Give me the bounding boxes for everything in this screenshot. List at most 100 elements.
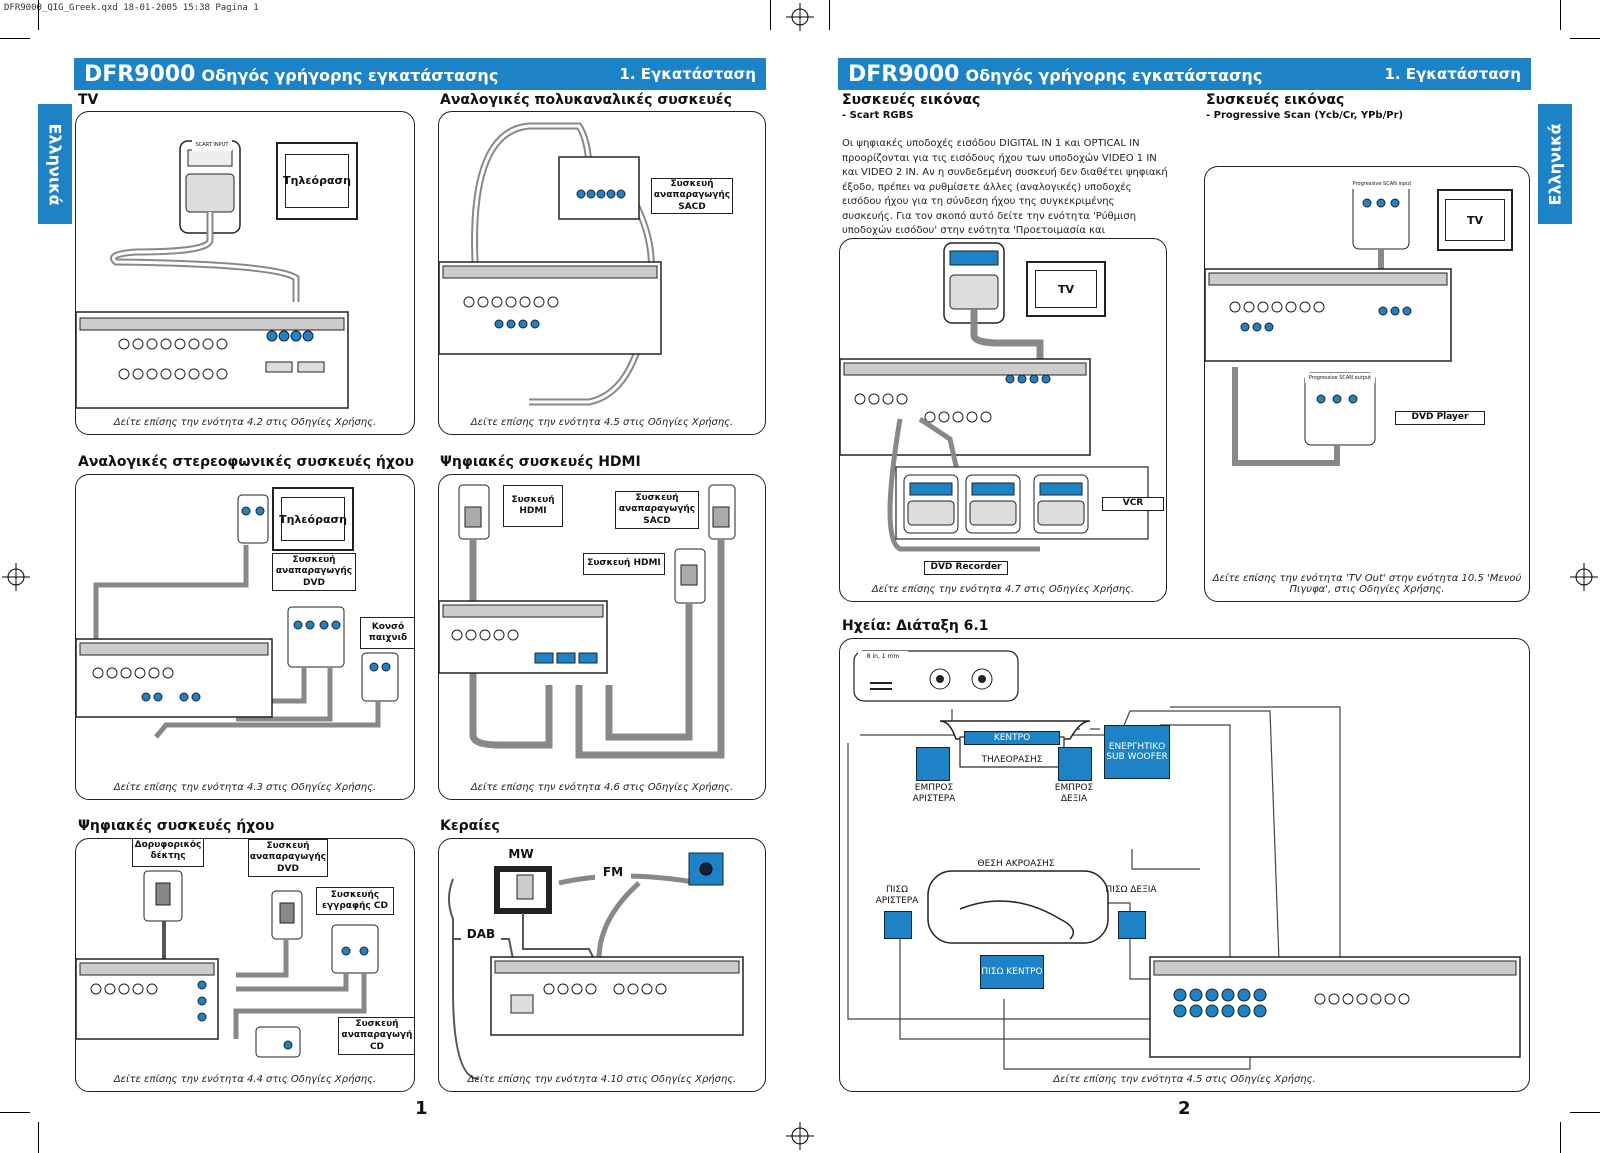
crop-mark (1570, 1112, 1600, 1113)
digital-audio-diagram (76, 870, 379, 1058)
crop-mark (38, 1122, 39, 1153)
left-title-text: Οδηγός γρήγορης εγκατάστασης (201, 65, 499, 85)
digital-audio-caption: Δείτε επίσης την ενότητα 4.4 στις Οδηγίε… (113, 1074, 377, 1085)
antennas-title: Κεραίες (440, 818, 500, 834)
video-scart-panel: TV VCR DVD Recorder Δείτε επίσης την ενό… (839, 238, 1167, 602)
scart-input-label: SCART INPUT (192, 139, 232, 151)
stereo-dvd-label: Συσκευή αναπαραγωγής DVD (272, 553, 356, 591)
analog-stereo-diagram (76, 494, 399, 739)
progressive-tv-device: TV (1437, 189, 1513, 251)
speakers-title: Ηχεία: Διάταξη 6.1 (842, 618, 989, 634)
left-language-tab: Ελληνικά (38, 104, 72, 224)
crop-mark (1570, 38, 1600, 39)
file-header: DFR9000_QIG_Greek.qxd 18-01-2005 15:38 P… (4, 3, 259, 13)
analog-multi-title: Αναλογικές πολυκαναλικές συσκευές (440, 92, 732, 108)
vcr-label: VCR (1102, 497, 1164, 511)
hdmi-diagram (439, 484, 736, 759)
front-right-label: ΕΜΠΡΟΣ ΔΕΞΙΑ (1054, 783, 1094, 804)
crop-mark (770, 0, 771, 30)
tv-caption: Δείτε επίσης την ενότητα 4.2 στις Οδηγίε… (113, 417, 377, 428)
scart-tv-label: TV (1034, 270, 1098, 308)
tv-diagram (76, 140, 349, 409)
left-section-label: 1. Εγκατάσταση (619, 65, 756, 83)
hdmi-device-2-label: Συσκευή HDMI (583, 553, 665, 575)
subwoofer-speaker: ΕΝΕΡΓΗΤΙΚΟ SUB WOOFER (1104, 725, 1170, 779)
right-language-tab-label: Ελληνικά (1545, 122, 1565, 206)
speakers-caption: Δείτε επίσης την ενότητα 4.5 στις Οδηγίε… (1053, 1074, 1316, 1085)
center-speaker: ΚΕΝΤΡΟ (964, 731, 1060, 745)
left-title-model: DFR9000 (84, 61, 196, 87)
scan-output-label: Progressive SCAN output (1305, 373, 1375, 383)
right-language-tab: Ελληνικά (1538, 104, 1572, 224)
digital-audio-panel: Δορυφορικός δέκτης Συσκευή αναπαραγωγής … (75, 838, 415, 1092)
video-progressive-title: Συσκευές εικόνας (1206, 92, 1345, 108)
video-scart-diagram (840, 242, 1149, 552)
stereo-tv-label: Τηλεόραση (279, 497, 347, 541)
rear-center-speaker: ΠΙΣΩ ΚΕΝΤΡΟ (980, 955, 1044, 989)
cd-player-label: Συσκευή αναπαραγωγή CD (338, 1017, 414, 1055)
hdmi-panel: Συσκευή HDMI Συσκευή αναπαραγωγής SACD Σ… (438, 474, 766, 800)
video-scart-title: Συσκευές εικόνας (842, 92, 981, 108)
listening-position-label: ΘΕΣΗ ΑΚΡΟΑΣΗΣ (977, 859, 1055, 869)
dvd-player-device-label: DVD Player (1395, 411, 1485, 425)
right-title-text: Οδηγός γρήγορης εγκατάστασης (965, 65, 1263, 85)
fm-label: FM (595, 863, 631, 881)
right-section-label: 1. Εγκατάσταση (1384, 65, 1521, 83)
antennas-caption: Δείτε επίσης την ενότητα 4.10 στις Οδηγί… (467, 1074, 737, 1085)
hdmi-title: Ψηφιακές συσκευές HDMI (440, 454, 641, 470)
video-scart-intro: Οι ψηφιακές υποδοχές εισόδου DIGITAL IN … (842, 138, 1168, 251)
crop-mark (1560, 1122, 1561, 1153)
front-left-speaker (916, 747, 950, 781)
satellite-label: Δορυφορικός δέκτης (132, 839, 204, 867)
video-scart-subtitle: - Scart RGBS (842, 110, 914, 121)
tv-device: Τηλεόραση (276, 142, 358, 220)
registration-mark-icon (1570, 563, 1598, 591)
crop-mark (38, 0, 39, 30)
left-language-tab-label: Ελληνικά (45, 122, 65, 206)
registration-mark-icon (786, 1122, 814, 1150)
antennas-panel: MW FM DAB Δείτε επίσης την ενότητα 4.10 … (438, 838, 766, 1092)
analog-multi-caption: Δείτε επίσης την ενότητα 4.5 στις Οδηγίε… (470, 417, 734, 428)
speakers-diagram (847, 650, 1521, 1070)
registration-mark-icon (786, 3, 814, 31)
dvd-recorder-label: DVD Recorder (924, 561, 1008, 575)
speakers-panel: 8 in, 1 mm ΚΕΝΤΡΟ ΤΗΛΕΟΡΑΣΗΣ ΕΝΕΡΓΗΤΙΚΟ … (839, 638, 1530, 1092)
analog-stereo-caption: Δείτε επίσης την ενότητα 4.3 στις Οδηγίε… (113, 782, 377, 793)
crop-mark (1560, 0, 1561, 30)
crop-mark (0, 38, 30, 39)
registration-mark-icon (2, 563, 30, 591)
cd-recorder-label: Συσκευής εγγραφής CD (316, 887, 394, 915)
stereo-console-label: Κονσό παιχνιδ (360, 617, 414, 649)
right-page-number: 2 (1178, 1098, 1191, 1119)
mw-label: MW (503, 845, 539, 863)
video-progressive-caption: Δείτε επίσης την ενότητα 'TV Out' στην ε… (1212, 573, 1522, 595)
tv-panel: SCART INPUT Τηλεόραση Δείτε επίσης την ε… (75, 111, 415, 435)
scan-input-label: Progressive SCAN input (1349, 179, 1415, 189)
right-title-model: DFR9000 (848, 61, 960, 87)
analog-multi-panel: Συσκευή αναπαραγωγής SACD Δείτε επίσης τ… (438, 111, 766, 435)
rear-right-speaker (1118, 911, 1146, 939)
sacd-device-label: Συσκευή αναπαραγωγής SACD (651, 178, 733, 214)
scart-tv-device: TV (1026, 261, 1106, 317)
video-progressive-panel: Progressive SCAN input TV Progressive SC… (1204, 166, 1530, 602)
progressive-tv-label: TV (1445, 199, 1505, 241)
hdmi-caption: Δείτε επίσης την ενότητα 4.6 στις Οδηγίε… (470, 782, 734, 793)
tv-device-label: Τηλεόραση (283, 154, 351, 208)
rear-left-label: ΠΙΣΩ ΑΡΙΣΤΕΡΑ (875, 885, 919, 906)
tv-position-label: ΤΗΛΕΟΡΑΣΗΣ (981, 755, 1043, 765)
hdmi-device-1-label: Συσκευή HDMI (503, 485, 563, 527)
wire-strip-label: 8 in, 1 mm (858, 651, 908, 663)
video-progressive-subtitle: - Progressive Scan (Ycb/Cr, YPb/Pr) (1206, 110, 1404, 121)
crop-mark (0, 1112, 30, 1113)
digital-audio-title: Ψηφιακές συσκευές ήχου (78, 818, 275, 834)
rear-right-label: ΠΙΣΩ ΔΕΞΙΑ (1105, 885, 1157, 895)
dab-label: DAB (461, 925, 501, 943)
tv-section-title: TV (78, 92, 99, 108)
antennas-diagram (448, 852, 744, 1080)
left-page-number: 1 (415, 1098, 428, 1119)
front-left-label: ΕΜΠΡΟΣ ΑΡΙΣΤΕΡΑ (912, 783, 956, 804)
analog-stereo-panel: Τηλεόραση Συσκευή αναπαραγωγής DVD Κονσό… (75, 474, 415, 800)
dvd-player-label: Συσκευή αναπαραγωγής DVD (248, 839, 328, 877)
